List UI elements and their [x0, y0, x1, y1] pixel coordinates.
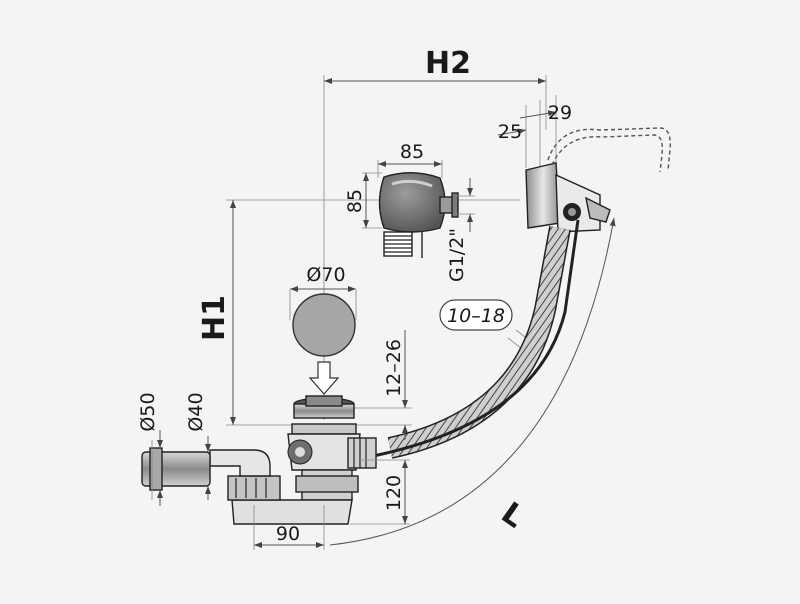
- dim-90: 90: [276, 523, 300, 545]
- outlet-diameters: Ø50 Ø40: [137, 392, 211, 506]
- dim-10-18-group: 10–18: [439, 299, 535, 353]
- dim-25: 25: [498, 121, 522, 143]
- drain-body: [141, 395, 377, 525]
- dim-85-width: 85: [400, 141, 424, 163]
- h2-label: H2: [425, 46, 471, 81]
- dim-29: 29: [548, 102, 572, 124]
- overflow-valve: 85 85 G1/2": [344, 141, 475, 282]
- dim-d50: Ø50: [137, 392, 159, 431]
- dim-120-group: 120: [350, 459, 410, 525]
- h1-label: H1: [197, 295, 232, 341]
- l-label: L: [495, 496, 531, 536]
- dim-12-26: 12–26: [383, 339, 405, 397]
- h1-dimension: H1: [197, 199, 520, 426]
- dim-10-18: 10–18: [447, 305, 505, 327]
- dim-d70: Ø70: [306, 264, 345, 286]
- dim-12-26-group: 12–26: [350, 330, 412, 440]
- dim-90-group: 90: [253, 505, 325, 550]
- down-arrow-icon: [308, 361, 340, 395]
- dim-85-height: 85: [344, 189, 366, 213]
- drain-plug-cap: Ø70: [289, 264, 357, 395]
- overflow-outlet-head: 25 29: [498, 95, 671, 233]
- dim-120: 120: [383, 475, 405, 511]
- dim-d40: Ø40: [185, 392, 207, 431]
- corrugated-hose: [339, 219, 580, 464]
- dim-g12-thread: G1/2": [446, 228, 468, 282]
